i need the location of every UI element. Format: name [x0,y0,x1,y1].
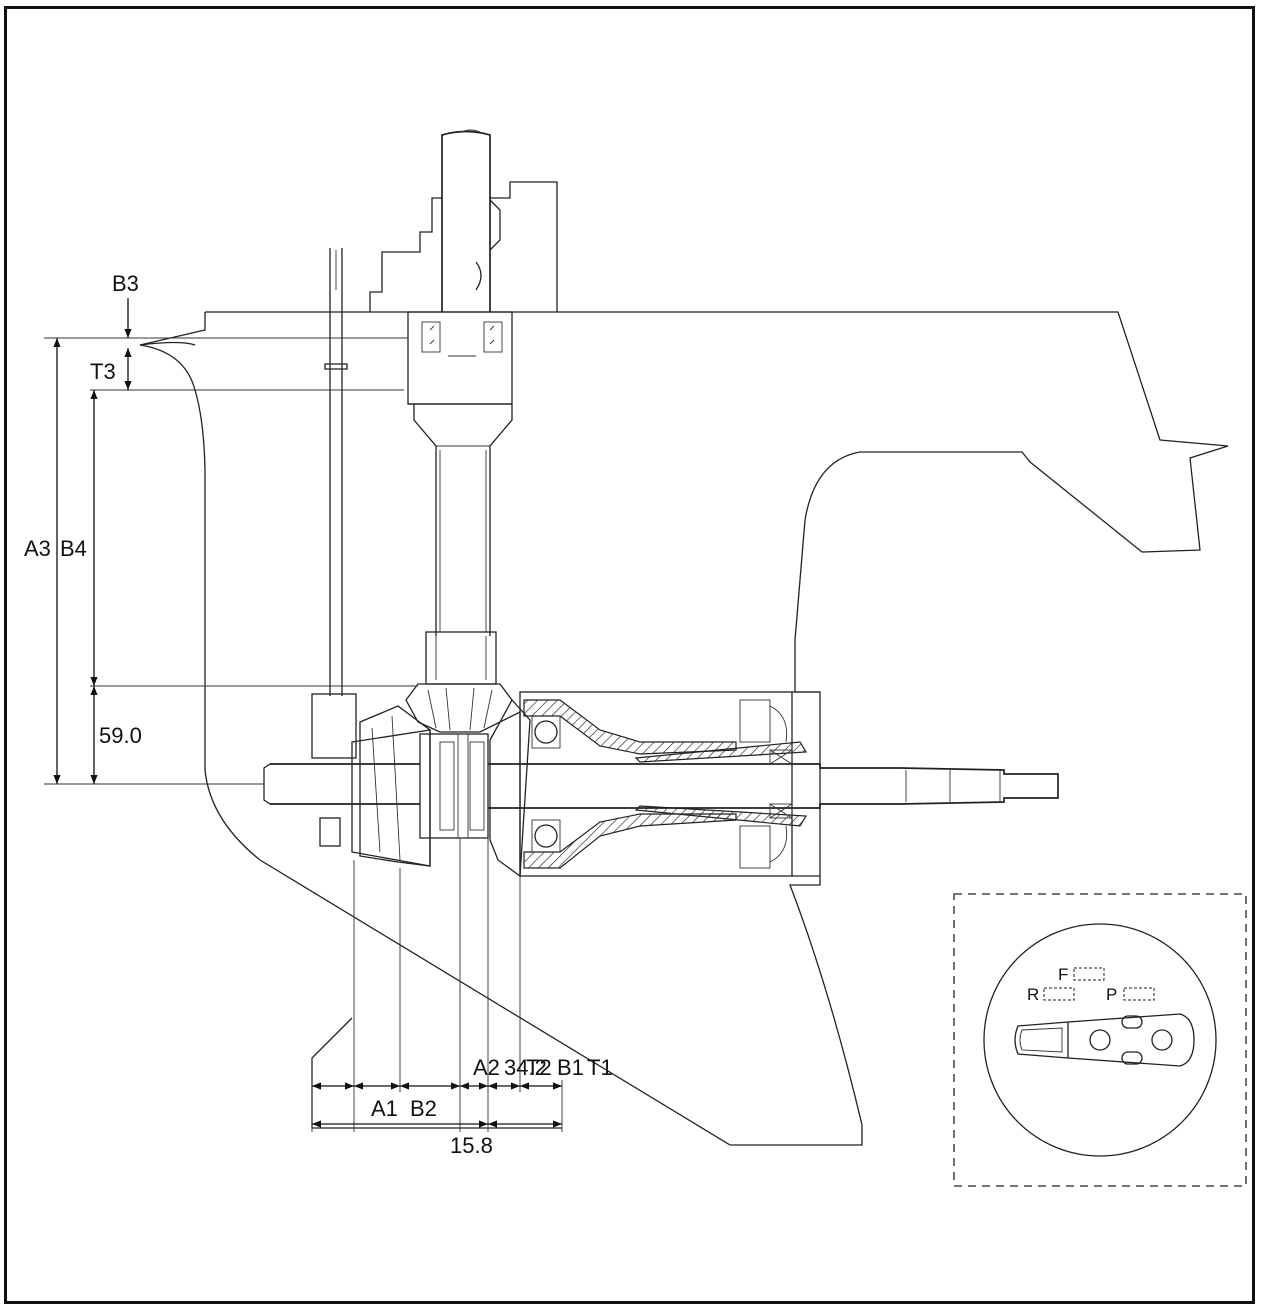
label-t3: T3 [90,359,116,384]
label-b3: B3 [112,271,139,296]
label-t1: T1 [587,1055,613,1080]
label-34-2: 34.2 [504,1055,547,1080]
dimension-labels: B3 T3 A3 B4 59.0 A2 34.2 T2 B1 T1 A1 B2 … [24,271,613,1158]
bearing-carrier [519,691,820,877]
inset-label-r: R [1027,985,1039,1004]
inset-label-p: P [1106,985,1117,1004]
driveshaft-housing [369,129,558,685]
label-t2: T2 [526,1055,552,1080]
dimension-lines [53,298,562,1128]
gear-set [351,683,531,878]
shift-rod [311,248,357,847]
label-b1: B1 [557,1055,584,1080]
inset-label-f: F [1058,965,1068,984]
shift-detail-inset: F R P [953,893,1247,1187]
label-b4: B4 [60,536,87,561]
label-a3: A3 [24,536,51,561]
label-15-8: 15.8 [450,1133,493,1158]
label-a2: A2 [473,1055,500,1080]
propeller-shaft [263,763,1059,809]
gearcase-housing [139,311,1229,1146]
drawing-frame [4,6,1255,1304]
label-a1: A1 [371,1096,398,1121]
label-59: 59.0 [99,723,142,748]
label-b2: B2 [410,1096,437,1121]
